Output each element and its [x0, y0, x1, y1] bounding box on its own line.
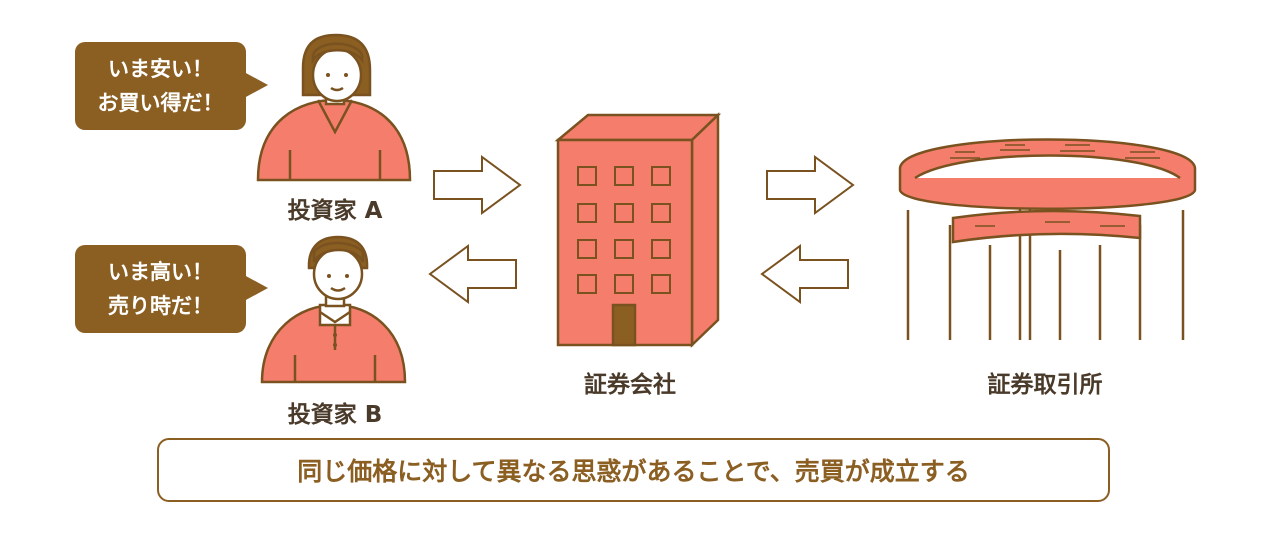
- arrow-company-to-investor-b: [428, 244, 517, 304]
- speech-bubble-a: いま安い！ お買い得だ！: [75, 42, 268, 130]
- arrow-investor-a-to-company: [433, 155, 522, 215]
- caption-box: 同じ価格に対して異なる思惑があることで、売買が成立する: [157, 438, 1110, 502]
- securities-company-building: [554, 112, 722, 348]
- speech-bubble-a-tail: [244, 72, 268, 98]
- speech-bubble-a-line1: いま安い！: [108, 57, 213, 81]
- arrow-company-to-exchange: [766, 155, 855, 215]
- speech-bubble-a-line2: お買い得だ！: [97, 91, 224, 115]
- securities-company-label: 証券会社: [584, 372, 676, 398]
- investor-a-figure: [256, 33, 412, 182]
- speech-bubble-b-line2: 売り時だ！: [108, 294, 213, 318]
- speech-bubble-b: いま高い！ 売り時だ！: [75, 245, 268, 333]
- caption-text: 同じ価格に対して異なる思惑があることで、売買が成立する: [297, 457, 970, 486]
- investor-a-label: 投資家 A: [287, 198, 383, 224]
- stock-exchange-building: [898, 138, 1197, 340]
- stock-exchange-label: 証券取引所: [987, 372, 1103, 398]
- investor-b-label: 投資家 B: [287, 402, 383, 428]
- speech-bubble-b-line1: いま高い！: [108, 260, 213, 284]
- arrow-exchange-to-company: [760, 244, 849, 304]
- investor-b-figure: [260, 235, 407, 384]
- speech-bubble-b-tail: [244, 275, 268, 301]
